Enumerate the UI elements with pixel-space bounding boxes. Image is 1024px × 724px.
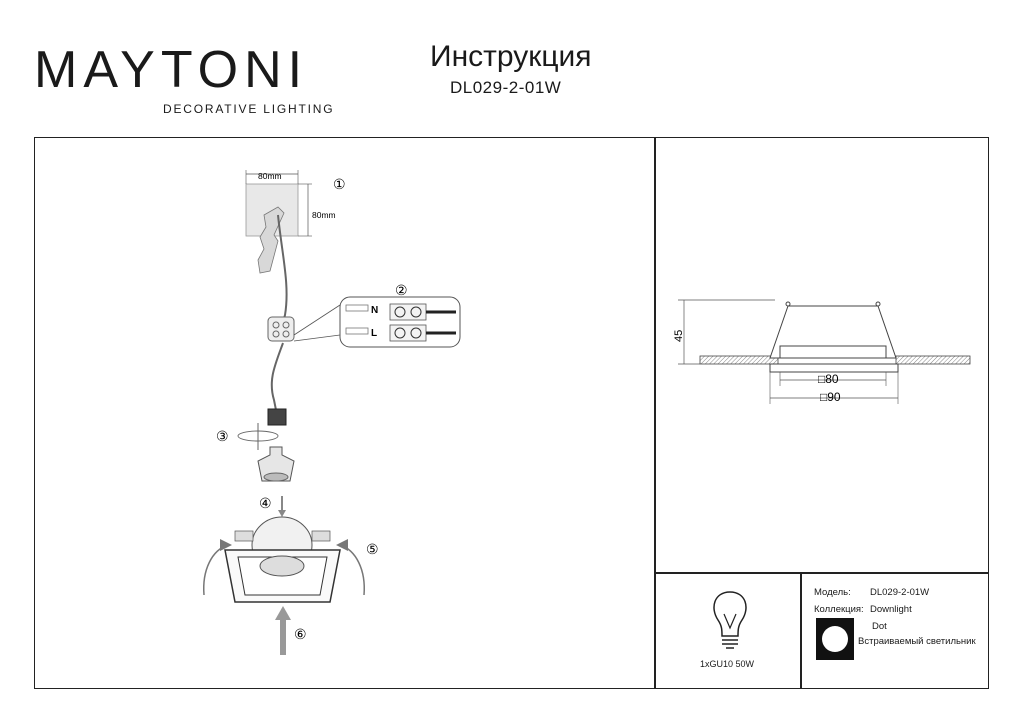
spec-divider [800, 572, 802, 689]
lamp-spec: 1xGU10 50W [700, 659, 755, 669]
type-value: Встраиваемый светильник [858, 636, 976, 647]
fixture-body [769, 305, 897, 359]
cut-width-label: 80mm [258, 171, 282, 181]
document-model: DL029-2-01W [450, 78, 562, 97]
push-up-arrow [280, 619, 286, 655]
bulb-icon [713, 591, 747, 649]
series-value: Dot [872, 621, 887, 632]
dot-icon [822, 626, 848, 652]
step-2-label: ② [395, 282, 408, 298]
vertical-divider [654, 137, 656, 689]
step-3-label: ③ [216, 428, 229, 444]
horizontal-divider [654, 572, 989, 574]
outer-dimension: □90 [820, 390, 841, 404]
saw-icon [257, 206, 285, 274]
terminal-block [267, 316, 295, 342]
brand-tagline: DECORATIVE LIGHTING [163, 102, 335, 116]
collection-label: Коллекция: [814, 604, 864, 615]
wire-l-label: L [371, 328, 377, 339]
product-thumbnail [816, 618, 854, 660]
step-6-label: ⑥ [294, 626, 307, 642]
content-frame [34, 137, 989, 689]
brand-logo: MAYTONI [34, 41, 309, 99]
document-title: Инструкция [430, 40, 592, 73]
inner-dimension: □80 [818, 372, 839, 386]
installation-diagram: 80mm 80mm ① ② N L ③ ④ ⑤ [203, 170, 461, 655]
model-value: DL029-2-01W [870, 587, 930, 598]
dimension-diagram: 45 □80 □90 [673, 299, 971, 404]
cable [277, 214, 288, 326]
step-5-label: ⑤ [366, 541, 379, 557]
gu10-bulb [257, 446, 295, 482]
step-4-label: ④ [259, 495, 272, 511]
height-dimension: 45 [673, 330, 685, 342]
lamp-socket [267, 408, 287, 426]
collection-value: Downlight [870, 604, 912, 615]
model-label: Модель: [814, 587, 851, 598]
wire-n-label: N [371, 305, 378, 316]
step-1-label: ① [333, 176, 346, 192]
cut-height-label: 80mm [312, 210, 336, 220]
